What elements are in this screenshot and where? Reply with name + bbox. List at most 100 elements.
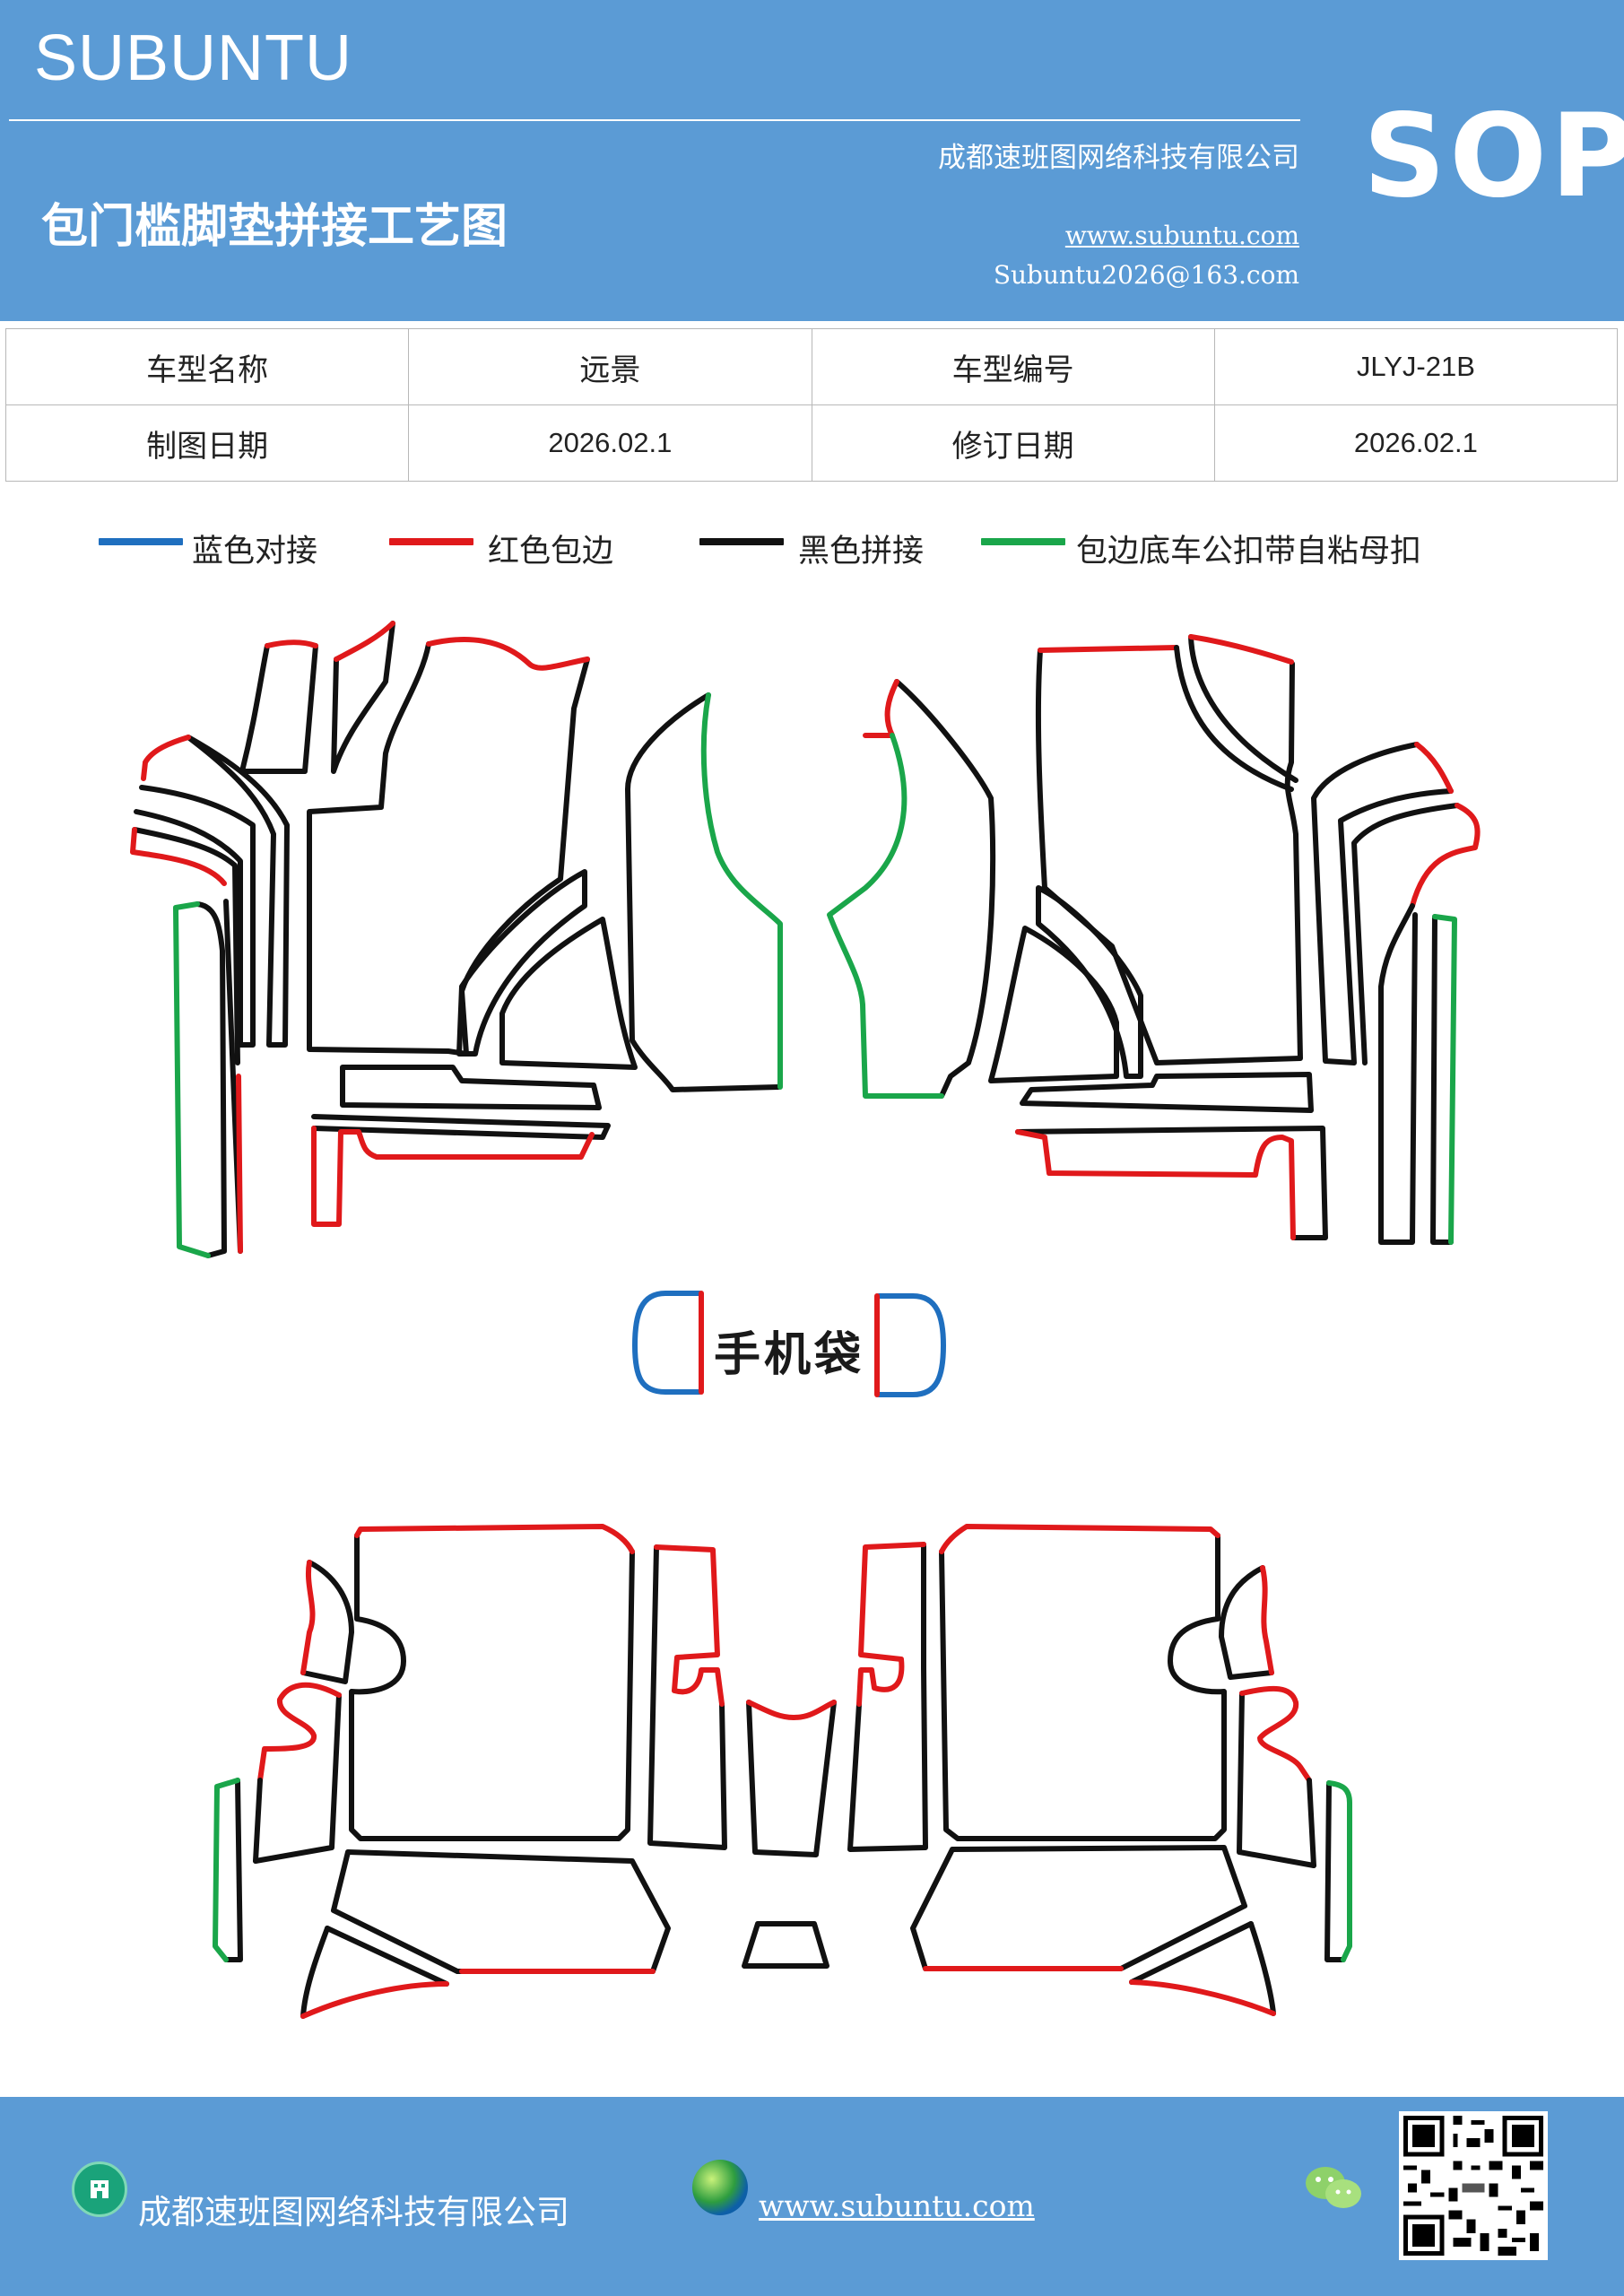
rear-mats: [213, 1524, 1352, 2019]
rear-left-center-strip: [647, 1544, 727, 1850]
rear-right-trap-2: [1248, 1921, 1276, 2016]
document-title: 包门槛脚垫拼接工艺图: [41, 200, 508, 254]
rear-right-center-red: [856, 1542, 926, 1707]
wechat-icon: [1306, 2167, 1361, 2208]
rear-right-side-2-right: [1307, 1778, 1316, 1868]
left-inner-panel: [625, 692, 781, 1092]
revision-date-value: 2026.02.1: [1213, 404, 1619, 482]
legend-label-blue: 蓝色对接: [192, 534, 318, 570]
rear-center-red: [746, 1700, 837, 1720]
globe-icon: [692, 2160, 748, 2215]
rear-right-side-2: [1237, 1691, 1316, 1868]
rear-center-panel: [746, 1700, 837, 1857]
phone-pocket-left-blue: [632, 1291, 702, 1395]
right-vertical-green: [1432, 914, 1457, 1245]
rear-left-center-red: [654, 1544, 725, 1707]
rear-left-side-2-red: [257, 1682, 342, 1783]
left-angled-panel-2: [499, 917, 638, 1070]
left-arc-red: [141, 735, 191, 781]
left-angled-panel-1: [456, 869, 587, 1057]
phone-pocket-right-blue: [876, 1293, 946, 1397]
left-arc-inner-red: [130, 827, 227, 886]
sop-badge: SOP: [1363, 90, 1624, 223]
left-arc-inner: [132, 827, 240, 1065]
rear-center-small-trap: [742, 1921, 829, 1969]
left-top-strip2: [331, 621, 395, 774]
header-website-link[interactable]: www.subuntu.com: [1064, 221, 1299, 250]
rear-left-side-1-red: [300, 1560, 316, 1675]
brand-name: SUBUNTU: [34, 22, 353, 94]
table-row: 制图日期 2026.02.1 修订日期 2026.02.1: [4, 404, 1619, 482]
right-front-mat: [827, 634, 1481, 1245]
line-legend: 蓝色对接 红色包边 黑色拼接 包边底车公扣带自粘母扣: [0, 526, 1624, 570]
header-email: Subuntu2026@163.com: [993, 260, 1299, 290]
rear-left-big-red: [354, 1524, 635, 1554]
right-vertical-strip: [1430, 914, 1454, 1245]
footer-website-link[interactable]: www.subuntu.com: [759, 2188, 1035, 2223]
right-arc-inner: [1378, 903, 1418, 1245]
rear-right-center-strip: [847, 1542, 928, 1852]
right-inner-green: [827, 733, 944, 1099]
rear-left-side-3-top: [253, 1778, 263, 1864]
left-arc-outer: [186, 735, 290, 1048]
right-top-curve: [1188, 634, 1298, 783]
rear-right-side-1-red: [1260, 1565, 1274, 1675]
model-code-value: JLYJ-21B: [1213, 328, 1619, 405]
model-code-label: 车型编号: [811, 328, 1215, 405]
footer-company: 成都速班图网络科技有限公司: [138, 2193, 569, 2231]
rear-right-side-3: [1324, 1780, 1346, 1962]
draw-date-value: 2026.02.1: [408, 404, 812, 482]
header-banner: SUBUNTU 成都速班图网络科技有限公司 包门槛脚垫拼接工艺图 www.sub…: [0, 0, 1624, 321]
rear-right-side-3-green: [1326, 1780, 1352, 1962]
model-name-label: 车型名称: [4, 328, 410, 405]
right-angled-panel-2: [988, 926, 1119, 1083]
left-bottom-strip: [311, 1114, 611, 1140]
left-main-top-red: [426, 637, 590, 671]
left-vertical-red-tip: [236, 1074, 243, 1254]
header-company: 成都速班图网络科技有限公司: [938, 142, 1299, 174]
right-bottom-strip: [1015, 1126, 1328, 1240]
right-bottom-panel: [1020, 1072, 1314, 1113]
phone-pockets: [632, 1291, 946, 1397]
left-front-mat: [130, 621, 783, 1258]
phone-pocket-label: 手机袋: [714, 1328, 865, 1382]
right-top-curve2: [1174, 645, 1294, 792]
left-inner-green: [700, 692, 783, 1090]
left-main-panel: [307, 641, 590, 1057]
legend-swatch-black: [699, 538, 784, 545]
left-vertical-strip: [195, 901, 227, 1258]
right-inner-red-tip: [863, 679, 899, 738]
rear-left-side-1: [300, 1560, 354, 1684]
rear-left-side-3-green: [213, 1778, 240, 1962]
header-divider: [9, 119, 1300, 121]
rear-right-side-1: [1219, 1565, 1274, 1680]
rear-left-side-2: [253, 1692, 342, 1864]
vehicle-info-table: 车型名称 远景 车型编号 JLYJ-21B 制图日期 2026.02.1 修订日…: [4, 328, 1619, 482]
legend-swatch-red: [389, 538, 473, 545]
rear-left-trap-2: [300, 1926, 330, 2019]
building-icon-glyph: [91, 2180, 109, 2198]
right-arc-mid-red: [1410, 803, 1481, 909]
rear-left-trap-2b: [325, 1926, 449, 1987]
legend-label-red: 红色包边: [488, 534, 614, 570]
table-row: 车型名称 远景 车型编号 JLYJ-21B: [4, 328, 1619, 405]
building-icon: [72, 2161, 127, 2217]
right-inner-panel: [894, 679, 996, 1099]
left-top-strip2-red: [334, 621, 395, 662]
legend-label-green: 包边底车公扣带自粘母扣: [1076, 534, 1422, 570]
revision-date-label: 修订日期: [811, 404, 1215, 482]
left-top-strip: [239, 643, 318, 774]
left-arc-mid: [134, 785, 256, 1048]
legend-label-black: 黑色拼接: [798, 534, 925, 570]
model-name-value: 远景: [408, 328, 812, 405]
rear-right-big-panel: [939, 1533, 1227, 1841]
rear-right-side-2-red: [1239, 1685, 1312, 1783]
right-top-curve-red: [1188, 634, 1294, 665]
left-bottom-red: [311, 1126, 595, 1227]
draw-date-label: 制图日期: [4, 404, 410, 482]
left-top-strip-red: [265, 639, 318, 648]
left-vertical-green: [173, 901, 211, 1258]
footer-banner: 成都速班图网络科技有限公司 www.subuntu.com: [0, 2097, 1624, 2296]
rear-left-side-3: [223, 1778, 243, 1962]
left-bottom-panel: [340, 1065, 602, 1110]
